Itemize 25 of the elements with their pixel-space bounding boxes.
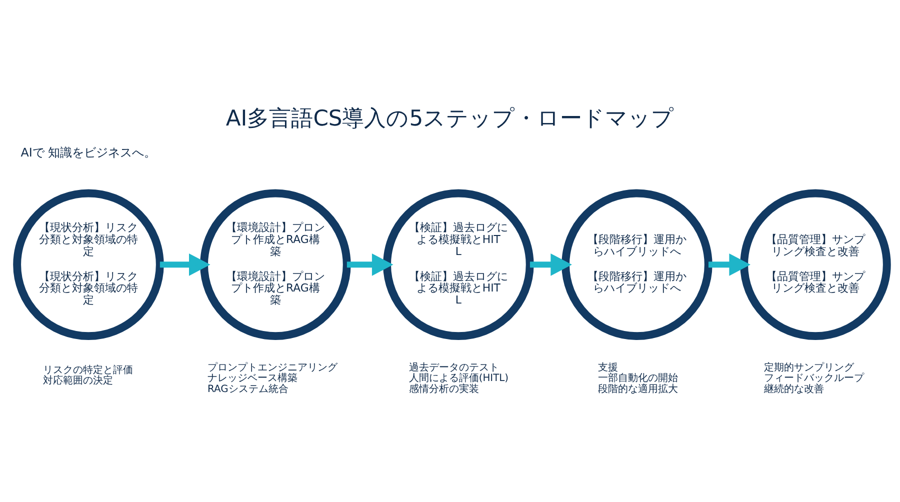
- node-label: 一部自動化の開始: [598, 372, 678, 384]
- label: AIで 知識をビジネスへ。: [20, 145, 156, 160]
- node-label: 感情分析の実装: [408, 384, 479, 395]
- node-label: リスクの特定と評価: [42, 364, 133, 376]
- node-label: 支援: [598, 362, 618, 373]
- node-circle: 【品質管理】サンプリング検査と改善 【品質管理】サンプリング検査と改善: [740, 188, 891, 340]
- arrow: [160, 252, 210, 276]
- arrow: [530, 252, 572, 276]
- node-label: 定期的サンプリング: [764, 362, 854, 373]
- node-circle: 【現状分析】リスク分類と対象領域の特定 【現状分析】リスク分類と対象領域の特定: [13, 188, 164, 340]
- node-label: RAGシステム統合: [208, 384, 288, 395]
- node-circle: 【検証】過去ログによる模擬戦とHITL 【検証】過去ログによる模擬戦とHITL: [383, 188, 534, 340]
- arrow: [346, 252, 394, 276]
- node-label: プロンプトエンジニアリング: [208, 362, 338, 373]
- arrow: [708, 252, 750, 276]
- node-label: フィードバックループ: [764, 372, 864, 384]
- node-label: 対応範囲の決定: [42, 375, 113, 386]
- node-label: 段階的な適用拡大: [598, 384, 678, 395]
- node-label: 人間による評価(HITL): [408, 372, 509, 384]
- node-circle: 【環境設計】プロンプト作成とRAG構築 【環境設計】プロンプト作成とRAG構築: [200, 188, 351, 340]
- node-circle: 【段階移行】運用からハイブリッドへ 【段階移行】運用からハイブリッドへ: [562, 188, 712, 340]
- diagram-title: AI多言語CS導入の5ステップ・ロードマップ: [226, 106, 674, 131]
- node-label: 継続的な改善: [764, 384, 824, 395]
- node-label: ナレッジベース構築: [208, 372, 298, 384]
- node-label: 過去データのテスト: [408, 362, 499, 373]
